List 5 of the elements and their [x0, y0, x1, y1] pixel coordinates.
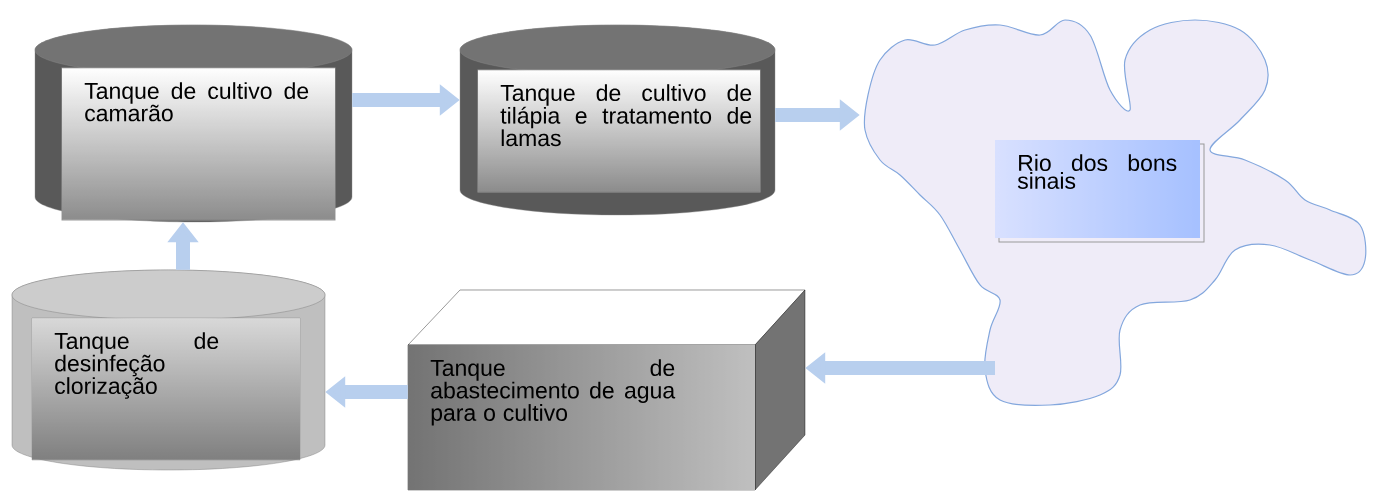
- cylinder-tank: Tanque de desinfeção clorização: [11, 269, 326, 471]
- box-tank: Tanque de abastecimento de agua para o cultivo: [407, 289, 806, 491]
- text-box: Rio dos bons sinais: [995, 140, 1205, 243]
- cylinder-tank: Tanque de cultivo de tilápia e tratamento de lamas: [459, 24, 776, 216]
- cylinder-tank: Tanque de cultivo de camarão: [34, 24, 353, 223]
